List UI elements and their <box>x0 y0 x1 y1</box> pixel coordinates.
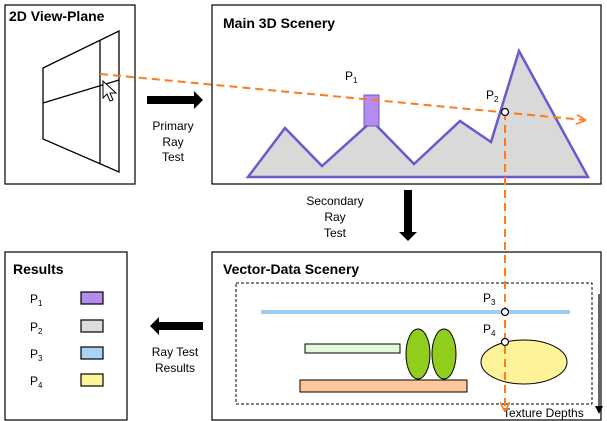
green-blob-right <box>431 328 457 380</box>
svg-text:Test: Test <box>324 226 347 240</box>
main-scenery-title: Main 3D Scenery <box>223 15 335 31</box>
ray-test-results-arrow: Ray Test Results <box>150 317 203 375</box>
point-p2-marker <box>500 107 510 117</box>
texture-depths-label: Texture Depths <box>503 406 584 420</box>
point-p4-marker <box>500 337 510 347</box>
results-panel: Results P1 P2 P3 P4 <box>4 251 128 421</box>
building-object <box>363 94 380 127</box>
legend-item-p2: P2 <box>30 319 104 336</box>
primary-ray-test-arrow: Primary Ray Test <box>147 91 203 164</box>
road-line <box>261 310 570 314</box>
svg-text:Ray: Ray <box>162 135 183 149</box>
legend-item-p4: P4 <box>30 373 104 390</box>
terrain <box>245 47 591 179</box>
svg-text:P3: P3 <box>30 347 43 363</box>
legend-swatch-p4 <box>80 373 104 387</box>
svg-text:P2: P2 <box>30 320 43 336</box>
view-plane-title: 2D View-Plane <box>9 8 105 24</box>
svg-text:P4: P4 <box>483 322 496 338</box>
secondary-ray-test-arrow: Secondary Ray Test <box>306 190 417 241</box>
svg-text:P3: P3 <box>483 291 496 307</box>
vector-scenery-panel: Vector-Data Scenery Texture Depths <box>211 251 603 421</box>
svg-text:P4: P4 <box>30 374 43 390</box>
vector-scenery-title: Vector-Data Scenery <box>223 261 359 277</box>
legend-item-p3: P3 <box>30 346 104 363</box>
svg-text:P1: P1 <box>345 69 358 85</box>
legend-swatch-p2 <box>80 319 104 333</box>
svg-text:Primary: Primary <box>152 119 193 133</box>
point-p4: P4 <box>483 322 510 347</box>
legend-item-p1: P1 <box>30 291 104 308</box>
point-p1: P1 <box>345 69 358 85</box>
point-p2: P2 <box>486 88 510 117</box>
svg-text:Ray: Ray <box>324 210 345 224</box>
texture-frame <box>235 282 593 405</box>
green-rect-object <box>304 343 401 354</box>
legend-swatch-p3 <box>80 346 104 360</box>
cursor-icon <box>102 79 118 102</box>
yellow-ellipse-object <box>480 339 568 385</box>
results-title: Results <box>13 261 64 277</box>
svg-text:P2: P2 <box>486 88 499 104</box>
svg-text:Ray Test: Ray Test <box>152 345 199 359</box>
legend: P1 P2 P3 P4 <box>30 291 104 390</box>
point-p3: P3 <box>483 291 510 317</box>
svg-text:Secondary: Secondary <box>306 194 363 208</box>
view-plane-panel: 2D View-Plane <box>4 4 136 185</box>
legend-swatch-p1 <box>80 291 104 305</box>
point-p3-marker <box>500 307 510 317</box>
orange-rect-object <box>299 379 468 393</box>
svg-text:Test: Test <box>162 150 185 164</box>
green-blob-left <box>405 328 431 380</box>
svg-text:Results: Results <box>155 361 195 375</box>
svg-text:P1: P1 <box>30 292 43 308</box>
main-scenery-panel: Main 3D Scenery <box>211 4 602 185</box>
